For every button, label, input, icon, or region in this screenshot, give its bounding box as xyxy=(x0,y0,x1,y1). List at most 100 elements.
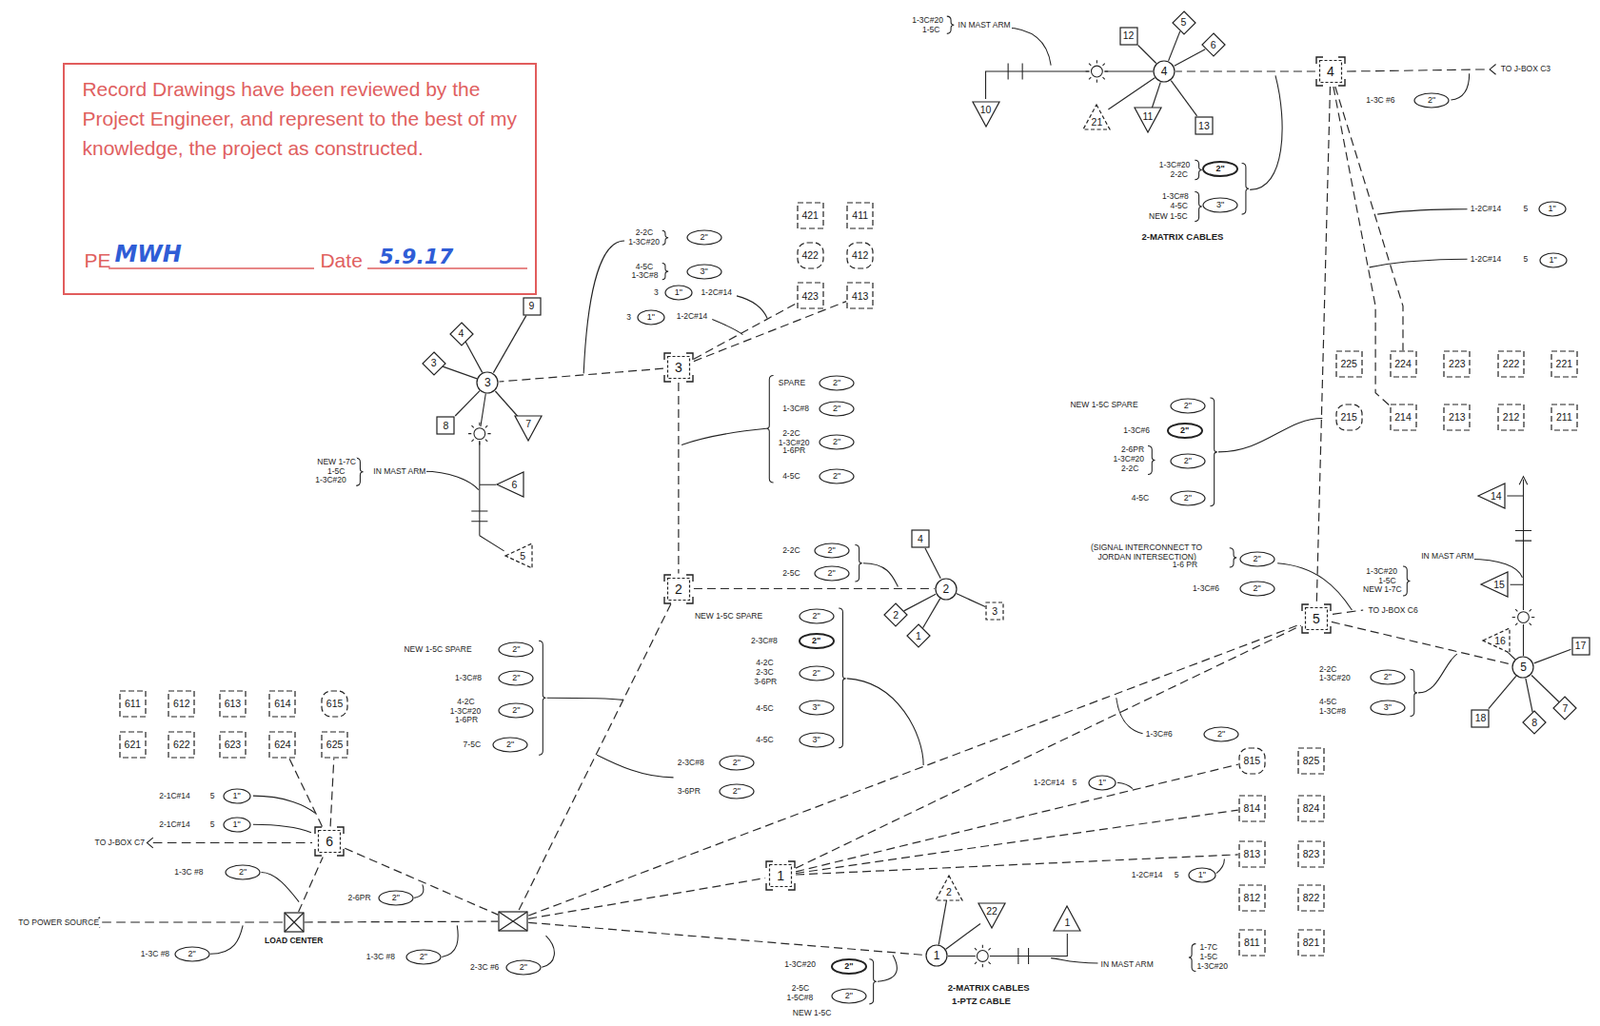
drawing-part xyxy=(315,827,344,856)
conduit-run xyxy=(330,758,335,827)
signal-pole: 2 xyxy=(934,577,958,601)
conduit-size: 2" xyxy=(405,948,442,966)
node-outline xyxy=(495,471,525,498)
detector-loop: 823 xyxy=(1297,840,1325,869)
cable-label: 1-3C#20 xyxy=(910,16,945,25)
node-label: 1" xyxy=(233,791,241,801)
cable-label: 1-2C#14 xyxy=(1469,255,1503,264)
conduit-size: 2" xyxy=(174,946,211,963)
detector-loop: 211 xyxy=(1550,403,1579,432)
signal-head: 8 xyxy=(1521,710,1547,735)
cable-label: 1-3C#20 xyxy=(1195,962,1229,971)
node-label: 12 xyxy=(1123,30,1135,41)
cable-label: 4-5C xyxy=(1318,697,1338,707)
cable-label: 1-3C#20 xyxy=(314,475,348,485)
detector-loop: 613 xyxy=(218,690,247,718)
stamp-text: 5.9.17 xyxy=(378,241,454,272)
drawing-part xyxy=(1170,398,1205,414)
drawing-part xyxy=(476,372,498,394)
node-label: 1" xyxy=(674,288,683,297)
drawing-part xyxy=(175,947,210,962)
conduit-size: 2" xyxy=(830,987,868,1005)
drawing-part xyxy=(1298,929,1324,956)
node-label: 2" xyxy=(811,636,821,646)
node-label: 7 xyxy=(525,418,532,430)
camera-symbol xyxy=(471,62,1532,965)
node-outline xyxy=(283,911,305,933)
conduit-size: 2" xyxy=(1169,453,1206,470)
drawing-part xyxy=(1551,351,1578,377)
node-label: 2" xyxy=(512,645,520,654)
conduit-size: 2" xyxy=(818,375,855,392)
drawing-part xyxy=(1390,351,1417,377)
drawing-part xyxy=(847,202,873,229)
drawing-part xyxy=(797,202,824,229)
drawing-part xyxy=(1088,775,1116,791)
cable-label: 5 xyxy=(1173,870,1181,880)
cable-label: 2-2C xyxy=(1120,464,1140,474)
detector-loop: 812 xyxy=(1238,884,1266,912)
cable-label: 2-2C xyxy=(781,429,801,438)
cable-label: 1-3C#20 xyxy=(1318,673,1352,683)
node-label: 412 xyxy=(851,250,870,261)
drawing-part xyxy=(321,731,348,758)
node-label: 625 xyxy=(326,739,344,751)
node-label: 2" xyxy=(828,569,836,578)
conduit-size: 2" xyxy=(1369,669,1406,686)
signal-head: 10 xyxy=(971,100,1001,128)
node-label: 2" xyxy=(1184,493,1192,503)
node-label: 15 xyxy=(1493,579,1505,591)
drawing-part xyxy=(498,642,534,657)
cable-label: 7-5C xyxy=(462,740,482,750)
signal-symbol xyxy=(1086,59,1109,83)
signal-head: 11 xyxy=(1133,106,1163,134)
drawing-part xyxy=(496,472,524,497)
conduit-size: 2" xyxy=(1169,397,1206,415)
cable-label: 2-2C xyxy=(781,546,801,555)
node-label: 2" xyxy=(732,787,741,796)
cable-label: IN MAST ARM xyxy=(1100,960,1155,969)
node-label: 614 xyxy=(274,698,292,710)
conduit-run xyxy=(1331,621,1513,665)
node-label: 1" xyxy=(233,820,241,830)
node-label: 2" xyxy=(1180,426,1189,435)
node-label: 212 xyxy=(1502,412,1521,423)
signal-pole: 4 xyxy=(1152,59,1176,83)
drawing-part xyxy=(450,322,474,346)
drawing-part xyxy=(799,633,834,649)
node-label: 224 xyxy=(1394,358,1412,370)
conduit-size: 2" xyxy=(497,702,534,719)
detector-loop: 615 xyxy=(320,690,349,718)
drawing-part xyxy=(819,401,854,416)
drawing-part xyxy=(1120,27,1138,45)
drawing-part xyxy=(1170,454,1205,469)
drawing-part xyxy=(505,543,533,569)
drawing-part xyxy=(831,959,867,974)
signal-stub xyxy=(1151,81,1162,110)
cable-label: 1-3C#20 xyxy=(783,960,817,969)
node-label: 2 xyxy=(942,583,949,595)
signal-head: 2 xyxy=(934,874,964,902)
detector-loop: 623 xyxy=(218,730,247,759)
cable-label: 5 xyxy=(209,791,217,801)
conduit-run xyxy=(1335,86,1403,351)
node-label: 624 xyxy=(274,739,292,751)
record-stamp: Record Drawings have been reviewed by th… xyxy=(62,62,537,296)
signal-pole: 1 xyxy=(925,944,949,968)
conduit-run xyxy=(1175,70,1316,72)
stamp-text: Date xyxy=(319,245,362,276)
drawing-part xyxy=(269,691,296,717)
signal-head: 3 xyxy=(421,351,447,376)
signal-head: 21 xyxy=(1082,103,1111,131)
cable-label: 1-5C xyxy=(921,25,941,35)
signal-head: 7 xyxy=(513,414,543,442)
conduit-size: 2" xyxy=(1202,160,1239,178)
conduit-run xyxy=(795,809,1239,873)
cable-label: JORDAN INTERSECTION) xyxy=(1096,553,1197,562)
conduit-size: 2" xyxy=(718,783,755,800)
drawing-part xyxy=(1319,60,1342,83)
drawing-part xyxy=(406,949,441,965)
node-label: 811 xyxy=(1244,937,1261,949)
mast-arrow xyxy=(1519,476,1528,486)
signal-stub xyxy=(1107,78,1155,110)
